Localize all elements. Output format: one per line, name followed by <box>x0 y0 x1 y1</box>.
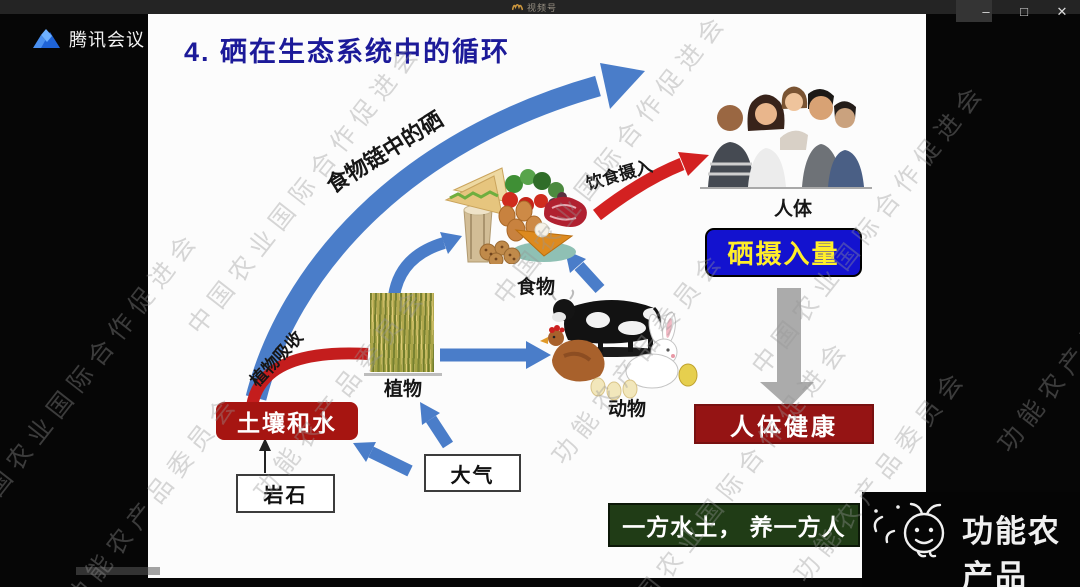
slide-title: 4. 硒在生态系统中的循环 <box>184 37 511 67</box>
minimize-button[interactable]: – <box>982 4 990 19</box>
animal-label: 动物 <box>607 399 646 420</box>
channel-indicator[interactable]: 视频号 <box>512 1 557 13</box>
tencent-meeting-logo-icon <box>33 29 60 48</box>
close-button[interactable]: ✕ <box>1056 4 1068 19</box>
food-label: 食物 <box>516 277 555 298</box>
atmosphere-to-soil-arrow <box>353 442 413 477</box>
rock-to-soil-arrow <box>259 438 271 473</box>
channel-indicator-label: 视频号 <box>527 2 558 13</box>
brand-logo-doodle <box>873 502 945 558</box>
people-photo <box>708 86 864 187</box>
plant-to-food-arrow <box>388 232 462 298</box>
photo-underline <box>700 187 872 189</box>
animal-images <box>540 289 698 401</box>
plant-to-animal-arrow <box>440 341 551 369</box>
dietary-intake-arrow <box>593 152 709 221</box>
titlebar-button-pad <box>956 0 992 22</box>
tencent-meeting-logo-text: 腾讯会议 <box>69 30 145 50</box>
food-chain-arrow <box>245 63 645 401</box>
wechat-channels-icon <box>512 3 523 11</box>
presentation-slide: 4. 硒在生态系统中的循环 <box>148 14 926 578</box>
slogan-box: 一方水土， 养一方人 <box>608 503 860 547</box>
atmosphere-to-plant-arrow <box>420 402 454 449</box>
watermark-text: 功能农产品委员会 <box>992 232 1080 458</box>
food-images <box>444 167 587 264</box>
intake-to-health-arrow <box>760 288 814 408</box>
atmosphere-box: 大气 <box>424 454 521 492</box>
plant-image-shadow <box>364 373 442 376</box>
soil-water-box: 土壤和水 <box>216 402 358 440</box>
plant-label: 植物 <box>383 379 422 400</box>
human-body-label: 人体 <box>773 199 812 220</box>
human-health-box: 人体健康 <box>694 404 874 444</box>
window-controls: – □ ✕ <box>974 2 1074 22</box>
maximize-button[interactable]: □ <box>1020 4 1028 19</box>
window-titlebar <box>0 0 1080 14</box>
brand-name: 功能农产品 <box>962 514 1061 587</box>
selenium-intake-box: 硒摄入量 <box>705 228 862 277</box>
tencent-meeting-logo: 腾讯会议 <box>32 26 145 52</box>
plant-image <box>370 293 434 372</box>
rock-box: 岩石 <box>236 474 335 513</box>
participant-name-overlay <box>76 567 160 575</box>
